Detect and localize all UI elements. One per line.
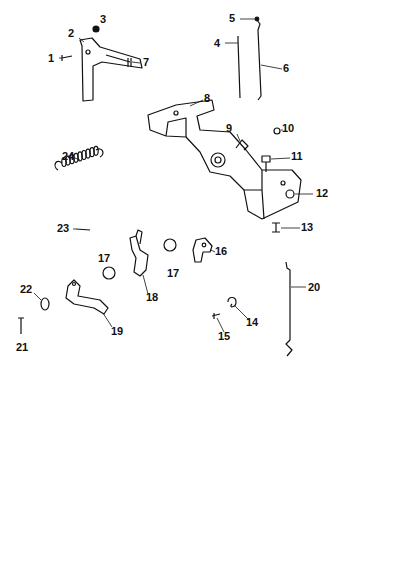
callout-number: 19 xyxy=(111,325,123,337)
screw xyxy=(272,223,280,232)
lever xyxy=(130,236,148,276)
bracket-boss xyxy=(211,153,225,167)
callout-number: 17 xyxy=(167,267,179,279)
callout-number: 11 xyxy=(291,150,303,162)
spring-coils xyxy=(62,146,98,166)
nut xyxy=(93,26,99,32)
leader-line xyxy=(73,229,76,230)
callout-number: 1 xyxy=(48,52,54,64)
leader-line xyxy=(291,287,306,288)
washer xyxy=(274,128,280,134)
screw xyxy=(212,313,220,319)
leader-line xyxy=(281,228,300,229)
lever xyxy=(193,238,212,262)
callout-number: 14 xyxy=(246,316,258,328)
screw xyxy=(262,156,270,172)
leader-line xyxy=(261,65,282,69)
clip xyxy=(128,58,131,67)
callout-number: 17 xyxy=(98,252,110,264)
callout-number: 18 xyxy=(146,291,158,303)
leader-line xyxy=(132,62,140,63)
leader-line xyxy=(34,293,41,300)
bracket-flange xyxy=(166,118,264,219)
lever-hole xyxy=(73,283,76,286)
callout-number: 21 xyxy=(16,341,28,353)
leader-line xyxy=(190,100,203,106)
link-rod xyxy=(257,20,261,100)
leader-line xyxy=(103,313,112,327)
leader-line xyxy=(211,250,215,252)
spring-clip xyxy=(236,140,248,150)
callout-number: 10 xyxy=(282,122,294,134)
callout-number: 5 xyxy=(229,12,235,24)
leader-line xyxy=(225,43,238,44)
bracket xyxy=(80,38,142,101)
parts xyxy=(18,17,301,356)
lever-tab xyxy=(136,230,142,244)
callout-number: 9 xyxy=(226,122,232,134)
callout-number: 7 xyxy=(143,56,149,68)
hole xyxy=(174,111,178,115)
callout-number: 2 xyxy=(68,27,74,39)
bracket-hole xyxy=(86,50,90,54)
leader-line xyxy=(295,194,313,195)
washer xyxy=(103,267,115,279)
leader-line xyxy=(217,318,224,332)
callout-number: 15 xyxy=(218,330,230,342)
callout-number: 23 xyxy=(57,222,69,234)
pin xyxy=(76,229,90,230)
callout-number: 20 xyxy=(308,281,320,293)
washer xyxy=(164,239,176,251)
hole xyxy=(281,181,285,185)
leader-line xyxy=(237,134,240,141)
bracket-slot xyxy=(106,55,130,62)
callout-number: 6 xyxy=(283,62,289,74)
callout-number: 16 xyxy=(215,245,227,257)
callout-number: 22 xyxy=(20,283,32,295)
leader-line xyxy=(75,158,80,160)
callout-number: 13 xyxy=(301,221,313,233)
leader-line xyxy=(59,58,62,59)
callout-number: 12 xyxy=(316,187,328,199)
screw xyxy=(62,55,72,61)
callout-number: 24 xyxy=(62,150,74,162)
callout-number: 8 xyxy=(204,92,210,104)
spring xyxy=(55,149,103,170)
leader-line xyxy=(271,158,290,159)
control-bracket xyxy=(148,100,301,219)
leader-lines xyxy=(34,19,313,332)
leader-line xyxy=(240,19,255,20)
coil-turn xyxy=(94,146,98,155)
throttle-rod xyxy=(286,262,292,356)
washer xyxy=(41,298,49,310)
bracket-bore xyxy=(215,157,221,163)
leader-line xyxy=(79,38,84,42)
callout-number: 3 xyxy=(100,13,106,25)
lever-hole xyxy=(202,243,206,247)
screw xyxy=(18,318,24,334)
rod xyxy=(238,36,240,98)
clip xyxy=(228,298,236,307)
callout-number: 4 xyxy=(214,37,220,49)
nut xyxy=(286,190,294,198)
governor-lever xyxy=(66,280,108,314)
